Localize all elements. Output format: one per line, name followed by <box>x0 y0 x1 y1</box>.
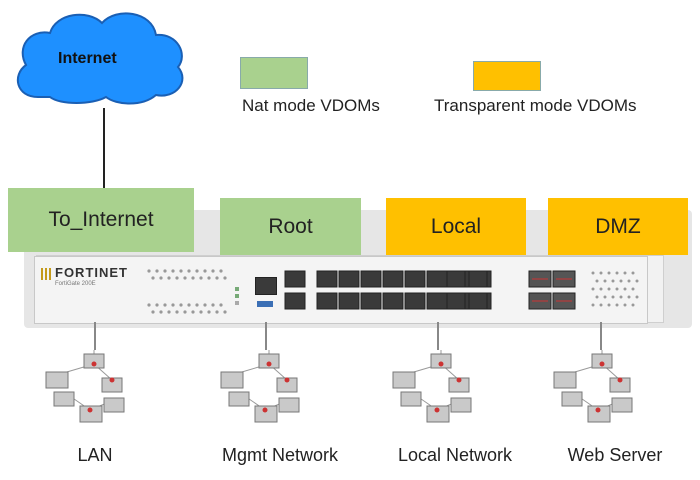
transparent-legend-swatch <box>473 61 541 91</box>
model-label: FortiGate 200E <box>55 281 96 287</box>
ethernet-ports <box>284 270 492 310</box>
nat-legend-swatch <box>240 57 308 89</box>
lan-label: LAN <box>77 445 113 465</box>
lan-link-line <box>94 322 96 350</box>
local-network-icon <box>392 350 472 423</box>
web-server-label: Web Server <box>567 445 663 465</box>
vdom-label: Local <box>430 214 482 238</box>
status-leds <box>235 287 243 311</box>
local-network-label: Local Network <box>397 445 513 465</box>
mgmt-network-icon <box>220 350 300 423</box>
nat-legend-label: Nat mode VDOMs <box>242 96 380 115</box>
web-link-line <box>600 322 602 350</box>
vdom-local: Local <box>386 198 526 255</box>
internet-link-line <box>103 108 105 190</box>
vdom-label: DMZ <box>595 214 641 238</box>
mgmt-port-icon <box>255 277 277 295</box>
vdom-dmz: DMZ <box>548 198 688 255</box>
vdom-root: Root <box>220 198 361 255</box>
brand-label: FORTINET <box>55 265 128 280</box>
transparent-legend-label: Transparent mode VDOMs <box>434 96 637 115</box>
internet-label: Internet <box>58 50 117 67</box>
fortigate-front-panel: FORTINET FortiGate 200E <box>34 256 648 324</box>
wan-ports <box>446 270 488 310</box>
vent-grille-right <box>591 271 639 307</box>
fortinet-logo-icon <box>41 267 51 280</box>
lan-network-icon <box>45 350 125 423</box>
vdom-to-internet: To_Internet <box>8 188 194 252</box>
vent-grille-left <box>147 269 227 314</box>
sfp-ports <box>528 270 576 310</box>
internet-cloud-icon <box>16 12 184 105</box>
vdom-label: Root <box>268 214 313 238</box>
local-link-line <box>437 322 439 350</box>
mgmt-network-label: Mgmt Network <box>221 445 338 465</box>
web-server-network-icon <box>553 350 633 423</box>
mgmt-link-line <box>265 322 267 350</box>
usb-port-icon <box>257 301 273 307</box>
vdom-label: To_Internet <box>48 208 154 231</box>
